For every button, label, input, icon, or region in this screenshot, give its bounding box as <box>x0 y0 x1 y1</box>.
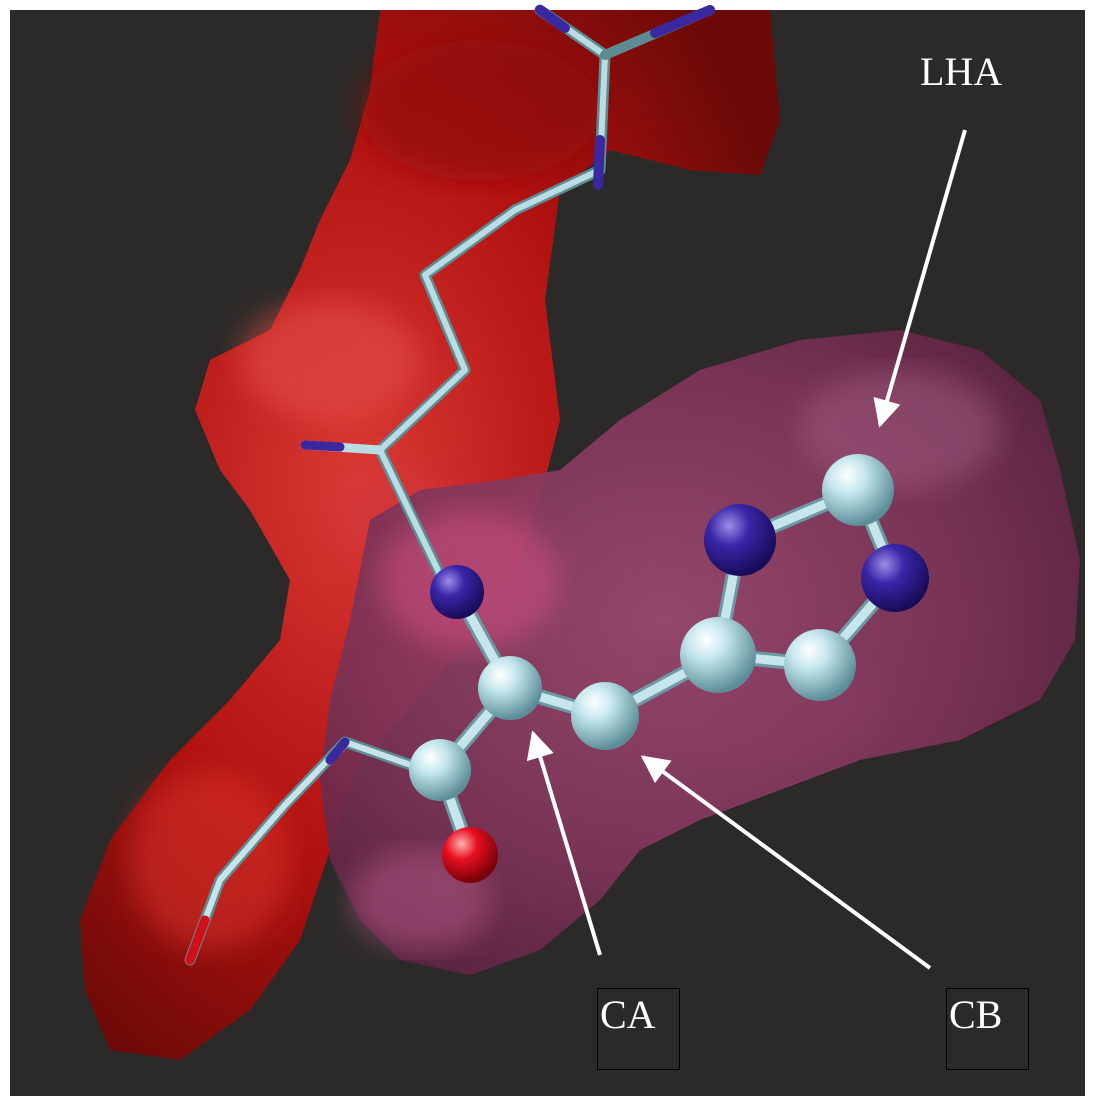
nitrogen-atom-ring-2 <box>861 544 929 612</box>
annotation-arrows <box>526 129 967 970</box>
carbon-atom-ring-right <box>784 629 856 701</box>
stick-chain-lower <box>184 736 431 966</box>
label-lha: LHA <box>920 49 1003 94</box>
arrow-ca <box>526 730 602 956</box>
label-ca: CA <box>597 988 680 1070</box>
carbon-atom-ca <box>478 656 542 720</box>
arrow-cb <box>640 755 932 970</box>
carbon-atom-cb <box>571 682 639 750</box>
stick-chain-upper <box>300 4 715 591</box>
label-cb: CB <box>946 988 1029 1070</box>
oxygen-atom <box>442 827 498 883</box>
nitrogen-atom-ring-1 <box>704 504 776 576</box>
carbon-atom-ring-top <box>822 454 894 526</box>
carbon-atom-cg <box>680 617 756 693</box>
nitrogen-atom <box>430 565 484 619</box>
carbon-atom-carbonyl <box>409 739 471 801</box>
arrow-lha <box>873 129 967 428</box>
residue-atoms <box>409 454 929 883</box>
